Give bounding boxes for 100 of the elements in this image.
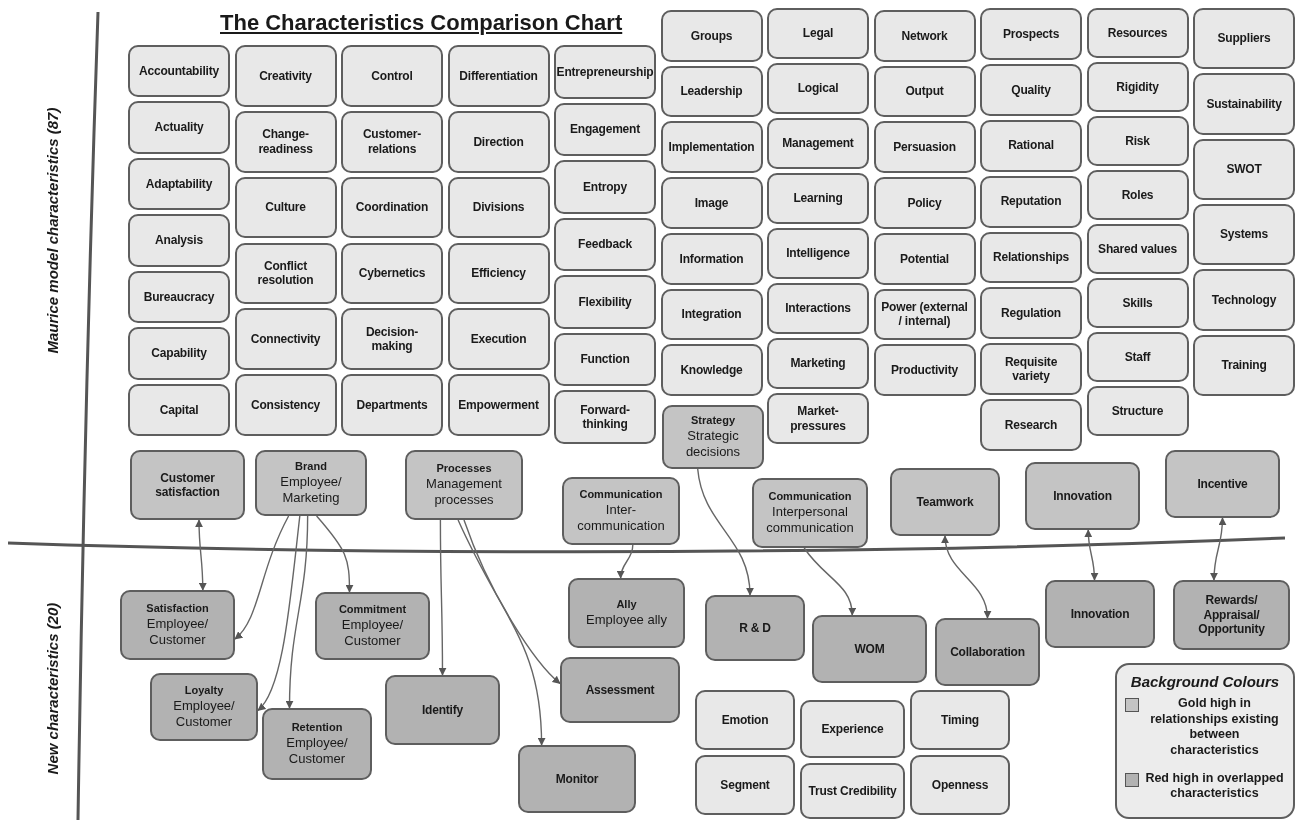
connector-arrow (803, 547, 856, 616)
card-label: Knowledge (680, 362, 743, 378)
characteristic-card (910, 690, 1010, 750)
characteristic-card (767, 63, 869, 114)
connector-arrow (195, 519, 207, 591)
characteristic-card (873, 121, 976, 174)
characteristic-card (234, 308, 337, 371)
characteristic-card (447, 374, 550, 436)
card-label: Structure (1111, 403, 1164, 419)
card-label: Roles (1121, 187, 1154, 203)
card-label: Differentiation (459, 68, 538, 84)
new-characteristic-card (150, 673, 258, 741)
highlight-card (752, 478, 868, 548)
characteristic-card (1193, 73, 1295, 135)
characteristic-card (980, 343, 1082, 396)
characteristic-card (1086, 332, 1189, 382)
characteristic-card (128, 45, 230, 98)
card-label: Trust Credibility (808, 783, 897, 799)
card-label: R & D (739, 620, 771, 636)
characteristic-card (980, 8, 1082, 60)
card-label: Adaptability (145, 176, 213, 192)
card-label: Rewards/ Appraisal/ Opportunity (1197, 593, 1266, 637)
card-label: Teamwork (916, 494, 974, 510)
characteristic-card (660, 232, 763, 285)
characteristic-card (980, 231, 1082, 284)
card-label: Empowerment (458, 397, 539, 413)
characteristic-card (128, 270, 230, 324)
card-heading: Ally (616, 598, 637, 612)
card-label: Analysis (155, 233, 203, 248)
characteristic-card (1086, 116, 1189, 166)
characteristic-card (447, 45, 550, 107)
highlight-card (890, 468, 1000, 536)
card-text: Inter-communication (576, 501, 666, 535)
card-label: Logical (797, 81, 839, 96)
card-label: Legal (802, 26, 834, 41)
new-characteristic-card (935, 618, 1040, 686)
characteristic-card (1193, 334, 1295, 396)
card-label: Market-pressures (789, 404, 847, 433)
card-label: Interactions (785, 301, 851, 316)
characteristic-card (660, 10, 763, 62)
characteristic-card (980, 175, 1082, 228)
characteristic-card (554, 332, 656, 387)
axis-label: Maurice model characteristics (87) (43, 106, 61, 356)
characteristic-card (554, 102, 656, 157)
highlight-card (405, 450, 523, 520)
characteristic-card (873, 10, 976, 62)
new-characteristic-card (262, 708, 372, 780)
card-label: Regulation (1001, 306, 1061, 321)
card-label: Segment (720, 777, 770, 793)
card-label: Assessment (585, 682, 655, 698)
characteristic-card (128, 101, 230, 154)
characteristic-card (1086, 386, 1189, 436)
characteristic-card (767, 393, 869, 444)
card-label: Persuasion (893, 140, 956, 155)
characteristic-card (767, 8, 869, 59)
characteristic-card (554, 45, 656, 99)
characteristic-card (234, 374, 337, 436)
characteristic-card (695, 690, 795, 750)
characteristic-card (873, 177, 976, 229)
card-label: Forward-thinking (579, 402, 631, 432)
connector-arrow (463, 519, 561, 685)
card-text: Employee/ Customer (145, 615, 210, 649)
card-label: Customer-relations (361, 127, 423, 157)
new-characteristic-card (385, 675, 500, 745)
characteristic-card (873, 288, 976, 341)
connector-arrow (941, 535, 991, 619)
card-label: Sustainability (1206, 96, 1282, 112)
card-label: Creativity (259, 68, 312, 84)
characteristic-card (1193, 8, 1295, 70)
card-label: Technology (1211, 292, 1277, 308)
characteristic-card (234, 45, 337, 107)
card-label: Decision-making (364, 324, 420, 354)
card-label: Marketing (790, 356, 846, 371)
new-characteristic-card (568, 578, 685, 648)
card-label: Quality (1011, 82, 1051, 97)
characteristic-card (1086, 170, 1189, 220)
card-heading: Brand (295, 459, 327, 474)
card-label: Function (580, 352, 630, 367)
card-label: Identify (421, 702, 464, 718)
characteristic-card (447, 176, 550, 239)
connector-arrow (617, 544, 634, 579)
connector-arrow (438, 519, 447, 676)
characteristic-card (1193, 138, 1295, 200)
card-label: Integration (681, 307, 742, 322)
characteristic-card (660, 344, 763, 396)
card-label: Conflict resolution (256, 259, 315, 288)
card-label: Reputation (1000, 194, 1062, 209)
card-label: Prospects (1002, 26, 1060, 42)
highlight-card (1025, 462, 1140, 530)
card-label: Innovation (1070, 606, 1130, 622)
card-label: Bureaucracy (143, 289, 215, 305)
card-label: Engagement (570, 122, 640, 137)
card-label: Rigidity (1116, 79, 1159, 95)
card-label: Monitor (555, 771, 599, 787)
card-label: Resources (1107, 25, 1168, 41)
characteristic-card (767, 283, 869, 334)
connector-arrow (285, 515, 309, 709)
card-label: Shared values (1098, 241, 1177, 257)
characteristic-card (1193, 204, 1295, 266)
connector-arrow (697, 468, 754, 596)
